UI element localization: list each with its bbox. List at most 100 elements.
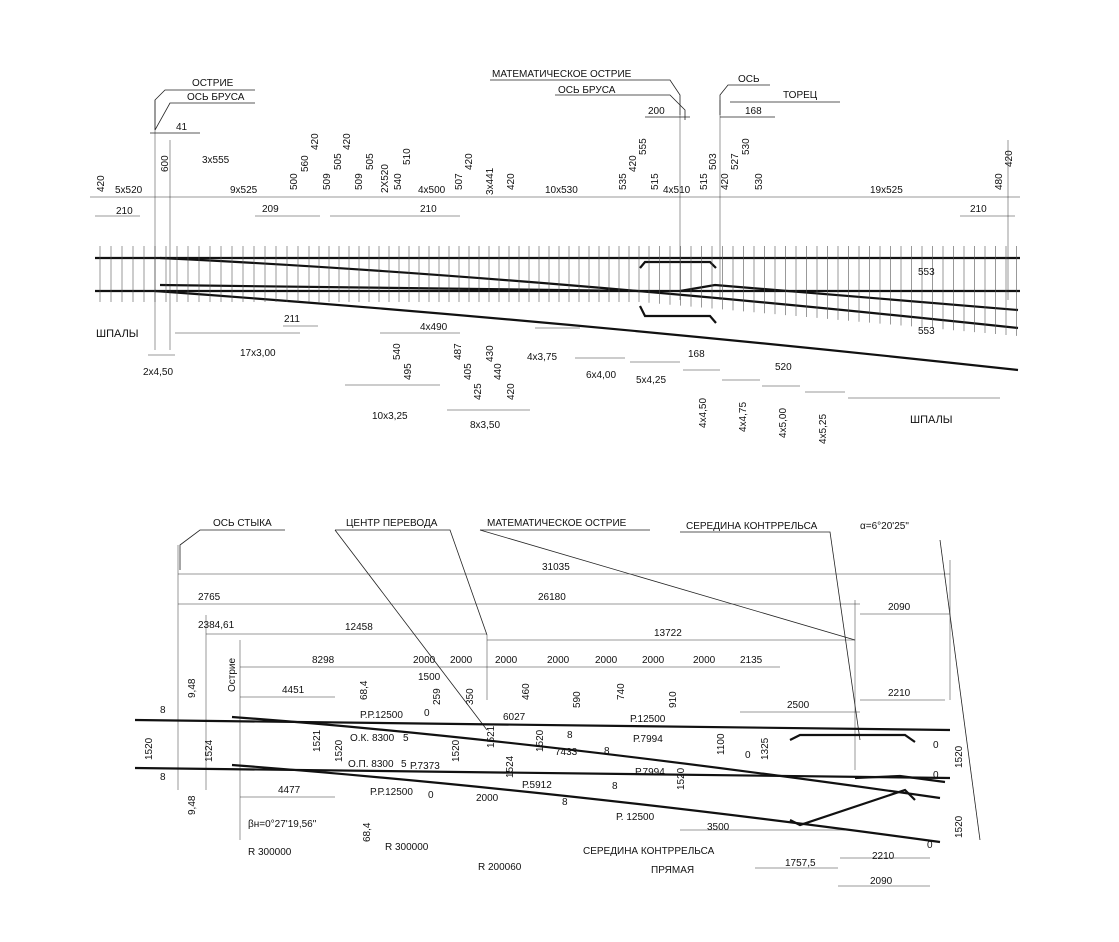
dim: 68,4 — [359, 680, 370, 700]
sleeper-layout: ОСТРИЕ ОСЬ БРУСА МАТЕМАТИЧЕСКОЕ ОСТРИЕ О… — [90, 69, 1020, 444]
dim: 9x525 — [230, 185, 258, 196]
label-seredina-bottom: СЕРЕДИНА КОНТРРЕЛЬСА — [583, 846, 715, 857]
dim: 259 — [432, 688, 443, 705]
label-mat-ostrie-bottom: МАТЕМАТИЧЕСКОЕ ОСТРИЕ — [487, 518, 627, 529]
label-shpaly-left: ШПАЛЫ — [96, 328, 139, 340]
dim: 2210 — [872, 851, 895, 862]
dim: 1521 — [486, 725, 497, 748]
dim: 507 — [454, 173, 465, 190]
dim: 487 — [453, 343, 464, 360]
closure-rail-lower — [154, 289, 1019, 372]
dim: 430 — [485, 345, 496, 362]
bottom-frog — [854, 774, 946, 784]
dim: 2090 — [888, 602, 911, 613]
dim: 211 — [284, 314, 300, 325]
dim: 5 — [403, 733, 409, 744]
dim: 553 — [918, 267, 935, 278]
dim: 0 — [424, 708, 430, 719]
dim: 1520 — [144, 737, 155, 760]
dim: Р.5912 — [522, 780, 552, 791]
dim: 530 — [741, 138, 752, 155]
dim: 1757,5 — [785, 858, 816, 869]
dim: 1520 — [535, 729, 546, 752]
dim: 210 — [970, 204, 987, 215]
dim: 10x530 — [545, 185, 578, 196]
dim: 910 — [668, 691, 679, 708]
dim: 2000 — [693, 655, 716, 666]
dim: 500 — [289, 173, 300, 190]
dim: 4x510 — [663, 185, 691, 196]
label-pryamaya: ПРЯМАЯ — [651, 865, 694, 876]
dim: 2000 — [595, 655, 618, 666]
dim: 515 — [650, 173, 661, 190]
dim: 8 — [160, 772, 166, 783]
dim: 0 — [927, 840, 933, 851]
dim: 540 — [392, 343, 403, 360]
dim: 590 — [572, 691, 583, 708]
dim: 6027 — [503, 712, 526, 723]
dim: 8298 — [312, 655, 335, 666]
dim: 2090 — [870, 876, 893, 887]
dim: 480 — [994, 173, 1005, 190]
dim: 10x3,25 — [372, 411, 408, 422]
dim: 7433 — [555, 747, 578, 758]
label-os: ОСЬ — [738, 74, 760, 85]
dim: Р. 12500 — [616, 812, 655, 823]
dim: 6x4,00 — [586, 370, 616, 381]
frog-wing — [679, 283, 1019, 312]
dim: 4x490 — [420, 322, 448, 333]
dim: 420 — [628, 155, 639, 172]
dim: 420 — [464, 153, 475, 170]
dim: 19x525 — [870, 185, 903, 196]
bottom-rail-1 — [134, 718, 951, 732]
dim: Р.12500 — [630, 714, 666, 725]
dim: 9,48 — [187, 678, 198, 698]
dim: 1100 — [716, 733, 727, 755]
label-centr-perevoda: ЦЕНТР ПЕРЕВОДА — [346, 518, 438, 529]
dim: 1520 — [451, 739, 462, 762]
dim: βн=0°27'19,56" — [248, 819, 317, 830]
dim: 1520 — [954, 815, 965, 838]
dim: 4x5,25 — [818, 414, 829, 444]
dim: 425 — [473, 383, 484, 400]
dim: 17x3,00 — [240, 348, 276, 359]
label-ostrie-vertical: Острие — [227, 657, 238, 692]
dim: 168 — [688, 349, 705, 360]
dim: 3500 — [707, 822, 730, 833]
dim: 5x4,25 — [636, 375, 666, 386]
label-os-styka: ОСЬ СТЫКА — [213, 518, 272, 529]
dim: 8 — [562, 797, 568, 808]
dim: Р.7373 — [410, 761, 440, 772]
dim: 2x4,50 — [143, 367, 173, 378]
dim: 4477 — [278, 785, 301, 796]
dim: 4x5,00 — [778, 408, 789, 438]
bottom-rail-2 — [134, 766, 951, 780]
dim: 4x4,50 — [698, 398, 709, 428]
dim: 503 — [708, 153, 719, 170]
dim: 210 — [116, 206, 133, 217]
dim: 1524 — [204, 739, 215, 762]
dim: 440 — [493, 363, 504, 380]
dim: 535 — [618, 173, 629, 190]
dim: 420 — [96, 175, 107, 192]
dim: R 300000 — [248, 847, 292, 858]
dim: 8 — [567, 730, 573, 741]
dim: 1521 — [312, 729, 323, 752]
switch-rail-curved — [159, 256, 1019, 330]
dim: 460 — [521, 683, 532, 700]
dim: 5 — [401, 759, 407, 770]
label-os-brusa-left: ОСЬ БРУСА — [187, 92, 245, 103]
dim: 2000 — [450, 655, 473, 666]
dim: 2384,61 — [198, 620, 235, 631]
dim: 1500 — [418, 672, 441, 683]
guard-rail-upper — [639, 260, 717, 269]
dim: 200 — [648, 106, 665, 117]
dim: 600 — [160, 155, 171, 172]
dim: 4x500 — [418, 185, 446, 196]
dim: 555 — [638, 138, 649, 155]
bottom-curve-2 — [231, 763, 941, 844]
dim: 560 — [300, 155, 311, 172]
dim: 26180 — [538, 592, 566, 603]
dim: 2000 — [642, 655, 665, 666]
